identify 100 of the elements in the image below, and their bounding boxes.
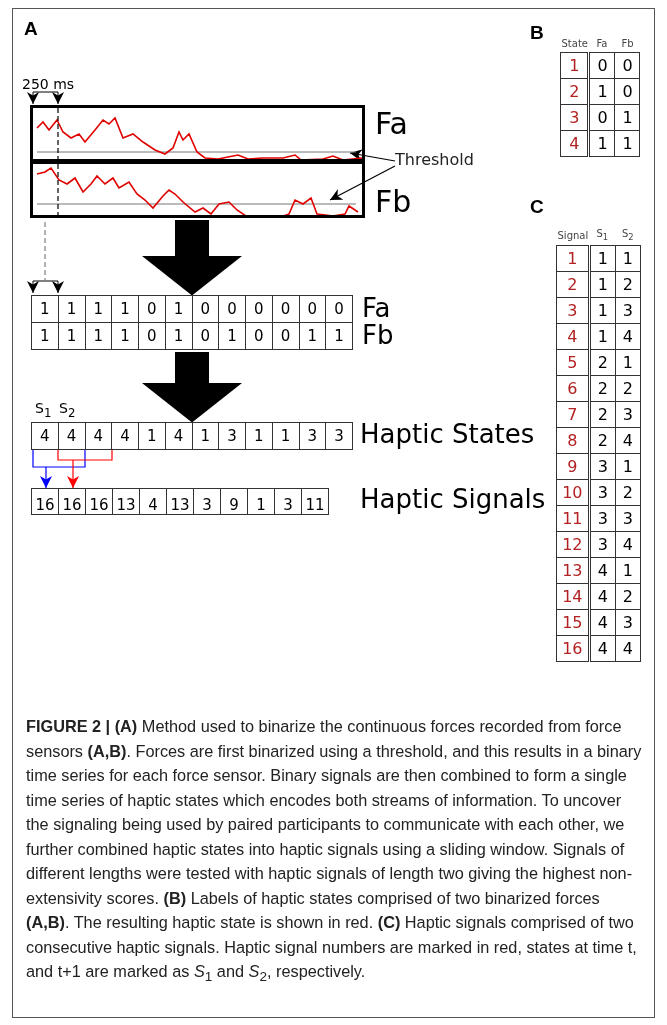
row-label: Haptic States [360,419,535,449]
signal-number: 16 [85,488,113,515]
row-label: Haptic Signals [360,484,546,514]
table-cell: 1 [615,453,641,480]
signal-number: 3 [274,488,302,515]
signal-number: 13 [166,488,194,515]
table-cell: 3 [589,479,616,506]
table-cell: 3 [615,297,641,324]
signal-number: 3 [193,488,221,515]
signal-number: 1 [247,488,275,515]
table-cell: 1 [615,349,641,376]
table-cell: 14 [556,583,590,610]
table-cell: 4 [615,427,641,454]
row-label: Fa [362,293,391,323]
signal-number: 4 [139,488,167,515]
panel-letter: C [530,196,544,218]
state-number: 1 [271,422,300,450]
column-header: Signal [556,228,590,246]
table-cell: 3 [615,609,641,636]
table-cell: 7 [556,401,590,428]
table-cell: 0 [615,52,640,79]
binary-value: 0 [325,295,353,323]
table-cell: 2 [589,401,616,428]
table-cell: 2 [615,479,641,506]
table-cell: 1 [560,52,589,79]
table-cell: 0 [615,78,640,105]
table-cell: 1 [556,245,590,272]
column-header: Fa [589,38,615,53]
table-cell: 12 [556,531,590,558]
state-number: 4 [111,422,139,450]
binary-value: 1 [325,322,353,350]
table-cell: 1 [589,323,616,350]
table-cell: 1 [615,245,641,272]
table-cell: 4 [615,531,641,558]
table-cell: 10 [556,479,590,506]
table-cell: 6 [556,375,590,402]
binary-value: 1 [31,322,59,350]
column-header: Fb [615,38,640,53]
table-cell: 2 [589,349,616,376]
table-cell: 3 [589,453,616,480]
signal-number: 16 [31,488,59,515]
state-number: 3 [325,422,353,450]
block-arrow [142,220,242,296]
table-cell: 3 [589,505,616,532]
column-header: S$_{2}$ [615,228,641,246]
table-cell: 1 [589,245,616,272]
block-arrow [142,352,242,423]
table-cell: 3 [560,104,589,131]
table-cell: 4 [589,583,616,610]
table-cell: 3 [589,531,616,558]
threshold-label: Threshold [395,150,490,172]
table-cell: 2 [589,375,616,402]
row-label: Fb [362,320,394,350]
table-cell: 8 [556,427,590,454]
duration-label: 250 ms [22,76,75,92]
table-cell: 3 [556,297,590,324]
bracket-arrow [32,449,86,489]
state-number: 3 [218,422,246,450]
table-cell: 1 [615,104,640,131]
table-cell: 1 [615,130,640,157]
table-cell: 0 [589,104,615,131]
signal-number: 13 [112,488,140,515]
table-cell: 4 [589,609,616,636]
force-plot [30,161,365,218]
table-cell: 1 [589,297,616,324]
signal-number: 11 [301,488,329,515]
table-cell: 1 [589,78,615,105]
table-cell: 16 [556,635,590,662]
bracket-arrow [329,165,396,201]
state-number: 4 [31,422,59,450]
panel-letter: A [24,18,38,40]
force-plot [30,105,365,162]
table-cell: 2 [615,583,641,610]
table-cell: 5 [556,349,590,376]
table-cell: 11 [556,505,590,532]
table-cell: 4 [560,130,589,157]
table-cell: 4 [615,323,641,350]
table-cell: 4 [589,635,616,662]
column-header: State [560,38,589,53]
figure-caption: FIGURE 2 | (A) Method used to binarize the continuous forces recorded from force sensors (A,B). Forces are first binarized using a threshold, and this results in a binary time series for each force sensor. Binary signals are then combined to form a single time series of haptic states which encodes both streams of information. To uncover the signaling being used by paired participants to communicate with each other, we further combined haptic states into haptic signals using a sliding window. Signals of different lengths were tested with haptic signals of length two giving the highest non-extensivity scores. (B) Labels of haptic states comprised of two binarized forces (A,B). The resulting haptic state is shown in red. (C) Haptic signals comprised of two consecutive haptic signals. Haptic signal numbers are marked in red, states at time t, and t+1 are marked as S$_{1}$ and S$_{2}$, respectively. [26,716,643,987]
column-header: S$_{1}$ [589,228,616,246]
table-cell: 1 [589,271,616,298]
table-cell: 13 [556,557,590,584]
table-cell: 0 [589,52,615,79]
state-number: 3 [298,422,327,450]
state-number: 4 [84,422,113,450]
table-cell: 3 [615,401,641,428]
bracket-arrow [349,149,396,162]
table-cell: 9 [556,453,590,480]
table-cell: 15 [556,609,590,636]
signal-number: 9 [220,488,248,515]
state-number: 1 [245,422,273,450]
state-number: 4 [57,422,86,450]
table-cell: 4 [615,635,641,662]
panel-letter: B [530,22,544,44]
table-cell: 3 [615,505,641,532]
table-cell: 2 [589,427,616,454]
bracket-arrow [57,449,113,489]
table-cell: 2 [615,271,641,298]
state-number: 1 [138,422,166,450]
